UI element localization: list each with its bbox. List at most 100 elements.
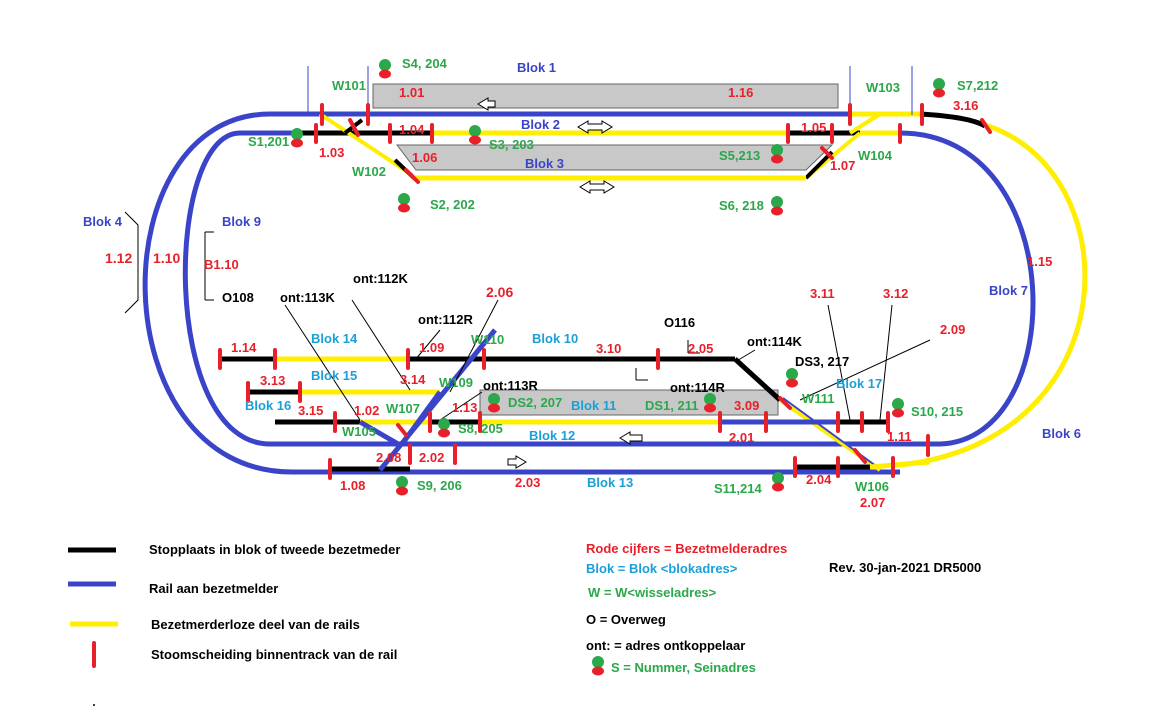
detector-2-02: 2.02 [419, 450, 444, 465]
detector-1-05: 1.05 [801, 120, 826, 135]
signal-s4: S4, 204 [402, 56, 448, 71]
detector-3-10: 3.10 [596, 341, 621, 356]
w101-diag [318, 112, 414, 177]
switch-w101: W101 [332, 78, 366, 93]
leader-113r [439, 391, 483, 421]
label-blok-7: Blok 7 [989, 283, 1028, 298]
signal-s8: S8, 205 [458, 421, 503, 436]
outer-right-free [899, 122, 1088, 468]
decoupler-112r: ont:112R [418, 312, 474, 327]
signal-s11: S11,214 [714, 481, 762, 496]
w105-diag [358, 419, 402, 448]
label-blok-9: Blok 9 [222, 214, 261, 229]
label-blok-13: Blok 13 [587, 475, 633, 490]
signal-ds1: DS1, 211 [645, 398, 699, 413]
detector-3-14: 3.14 [400, 372, 426, 387]
detector-2-05: 2.05 [688, 341, 713, 356]
detector-b1-10: B1.10 [204, 257, 239, 272]
separator-marks [218, 103, 992, 480]
detector-2-08: 2.08 [376, 450, 401, 465]
detector-1-02: 1.02 [354, 403, 379, 418]
blok10-diag [733, 357, 782, 402]
switch-w105: W105 [342, 424, 376, 439]
signal-s5: S5,213 [719, 148, 760, 163]
leader-311 [827, 304, 851, 421]
detector-2-03: 2.03 [515, 475, 540, 490]
detector-1-15: 1.15 [1027, 254, 1052, 269]
platform-blok-11 [479, 389, 779, 416]
detector-1-13: 1.13 [452, 400, 477, 415]
label-blok-10: Blok 10 [532, 331, 578, 346]
legend-block: Blok = Blok <blokadres> [586, 561, 738, 576]
label-blok-17: Blok 17 [836, 376, 882, 391]
label-blok-2: Blok 2 [521, 117, 560, 132]
detector-2-01: 2.01 [729, 430, 754, 445]
leader-113k [284, 304, 361, 421]
w109-diag [402, 390, 443, 442]
legend-crossing: O = Overweg [586, 612, 666, 627]
decoupler-113r: ont:113R [483, 378, 539, 393]
switch-w110: W110 [471, 332, 504, 347]
legend-red-numbers: Rode cijfers = Bezetmelderadres [586, 541, 787, 556]
legend [68, 547, 604, 706]
detector-1-01: 1.01 [399, 85, 424, 100]
legend-signal: S = Nummer, Seinadres [611, 660, 756, 675]
detector-2-07: 2.07 [860, 495, 885, 510]
inner-loop-rail [182, 130, 1036, 447]
label-blok-16: Blok 16 [245, 398, 291, 413]
detector-3-12: 3.12 [883, 286, 908, 301]
signal-ds3: DS3, 217 [795, 354, 849, 369]
decoupler-113k: ont:113K [280, 290, 336, 305]
label-blok-15: Blok 15 [311, 368, 357, 383]
detector-3-16: 3.16 [953, 98, 978, 113]
label-blok-1: Blok 1 [517, 60, 556, 75]
signal-ds2: DS2, 207 [508, 395, 562, 410]
outer-loop-rail [142, 111, 900, 475]
label-blok-11: Blok 11 [571, 398, 617, 413]
switch-w103: W103 [866, 80, 900, 95]
direction-arrows [477, 97, 643, 469]
w103-diag [848, 112, 882, 135]
label-blok-3: Blok 3 [525, 156, 564, 171]
switch-w104: W104 [858, 148, 893, 163]
detector-3-15: 3.15 [298, 403, 323, 418]
detector-1-09: 1.09 [419, 340, 444, 355]
switch-w109: W109 [439, 375, 473, 390]
switch-w107: W107 [386, 401, 420, 416]
detector-1-16: 1.16 [728, 85, 753, 100]
signal-s7: S7,212 [957, 78, 998, 93]
w110-diag [378, 328, 497, 472]
label-blok-6: Blok 6 [1042, 426, 1081, 441]
detector-2-04: 2.04 [806, 472, 832, 487]
detector-3-11: 3.11 [810, 286, 835, 301]
signal-s1: S1,201 [248, 134, 289, 149]
detector-1-04: 1.04 [399, 122, 425, 137]
decoupler-114r: ont:114R [670, 380, 726, 395]
signal-s3: S3, 203 [489, 137, 534, 152]
leader-112r [414, 329, 441, 361]
label-blok-14: Blok 14 [311, 331, 358, 346]
legend-separator: Stoomscheiding binnentrack van de rail [151, 647, 397, 662]
detector-1-08: 1.08 [340, 478, 365, 493]
legend-rail: Rail aan bezetmelder [149, 581, 278, 596]
signal-s10: S10, 215 [911, 404, 963, 419]
signal-s9: S9, 206 [417, 478, 462, 493]
decoupler-114k: ont:114K [747, 334, 803, 349]
detector-2-06: 2.06 [486, 284, 513, 300]
platform-blok-1 [372, 83, 839, 109]
detector-1-10: 1.10 [153, 250, 180, 266]
switch-w106: W106 [855, 479, 889, 494]
top-right-stop [919, 111, 987, 129]
w106-free [869, 459, 931, 470]
signal-markers [291, 59, 945, 496]
detector-1-14: 1.14 [231, 340, 257, 355]
label-blok-4: Blok 4 [83, 214, 123, 229]
blok4-brace [124, 211, 139, 314]
switch-w111: W111 [802, 391, 835, 406]
detector-1-12: 1.12 [105, 250, 132, 266]
platform-blok-3 [395, 144, 834, 171]
leader-206 [449, 299, 499, 393]
leader-312 [879, 304, 893, 421]
decoupler-112k: ont:112K [353, 271, 409, 286]
